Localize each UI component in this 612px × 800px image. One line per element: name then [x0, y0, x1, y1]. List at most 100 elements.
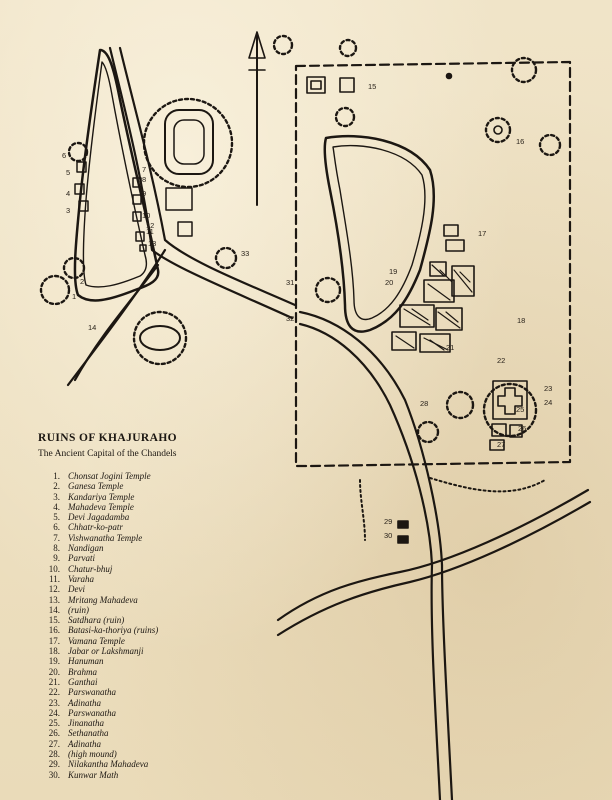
legend-item-number: 6.	[53, 522, 60, 533]
map-label-21: 21	[446, 343, 454, 352]
legend-item-number: 25.	[48, 718, 60, 729]
legend-item: 9.Parvati	[38, 553, 298, 563]
legend-item-name: Adinatha	[68, 738, 101, 749]
legend-item: 13.Mritang Mahadeva	[38, 595, 298, 605]
map-label-32: 32	[286, 314, 294, 323]
map-label-27: 27	[497, 440, 505, 449]
map-label-24: 24	[544, 398, 552, 407]
map-label-5: 5	[66, 168, 70, 177]
legend-item: 10.Chatur-bhuj	[38, 564, 298, 574]
legend-item: 2.Ganesa Temple	[38, 481, 298, 491]
satdhara-structures	[306, 72, 503, 135]
map-label-26: 26	[518, 424, 526, 433]
legend-item: 3. Kandariya Temple	[38, 492, 298, 502]
legend-item: 21. Ganthai	[38, 677, 298, 687]
map-label-7: 7	[142, 165, 146, 174]
legend-item: 22.Parswanatha	[38, 687, 298, 697]
legend-item-name: Vishwanatha Temple	[68, 532, 143, 543]
map-title: RUINS OF KHAJURAHO	[38, 432, 178, 444]
legend: RUINS OF KHAJURAHO The Ancient Capital o…	[38, 432, 298, 780]
map-label-33: 33	[241, 249, 249, 258]
map-label-25: 25	[516, 405, 524, 414]
legend-item: 15. Satdhara (ruin)	[38, 615, 298, 625]
legend-item: 16. Batasi-ka-thoriya (ruins)	[38, 625, 298, 635]
map-label-22: 22	[497, 356, 505, 365]
legend-item-number: 21.	[48, 676, 60, 687]
map-label-8: 8	[142, 175, 146, 184]
legend-item-number: 27.	[48, 738, 60, 749]
mounds	[39, 34, 562, 444]
map-label-4: 4	[66, 189, 70, 198]
legend-item-name: Kunwar Math	[68, 769, 119, 780]
central-temple-cluster	[391, 224, 475, 353]
legend-item-name: Batasi-ka-thoriya (ruins)	[68, 625, 159, 636]
enclosure-boundary	[294, 60, 572, 468]
legend-item: 1.Chonsat Jogini Temple	[38, 471, 298, 481]
jain-temple-group	[489, 380, 528, 451]
legend-item: 4.Mahadeva Temple	[38, 502, 298, 512]
legend-item-name: (high mound)	[68, 749, 117, 760]
map-label-30: 30	[384, 531, 392, 540]
map-label-9: 9	[142, 189, 146, 198]
legend-item: 8. Nandigan	[38, 543, 298, 553]
legend-item-name: Vamana Temple	[68, 635, 125, 646]
legend-item-name: Sethanatha	[68, 728, 109, 739]
legend-item-number: 12.	[48, 584, 60, 595]
legend-item-number: 3.	[53, 491, 60, 502]
map-label-11: 11	[146, 227, 154, 236]
map-label-12: 12	[146, 221, 154, 230]
map-label-16: 16	[516, 137, 524, 146]
legend-item-number: 15.	[48, 615, 60, 626]
legend-item: 6.Chhatr-ko-patr	[38, 522, 298, 532]
legend-item-number: 2.	[53, 481, 60, 492]
legend-item-number: 29.	[48, 759, 60, 770]
legend-item-name: Devi	[68, 584, 85, 595]
legend-item: 26.Sethanatha	[38, 728, 298, 738]
legend-item-name: Jabar or Lakshmanji	[68, 646, 144, 657]
legend-item: 29. Nilakantha Mahadeva	[38, 759, 298, 769]
legend-item-name: Chatur-bhuj	[68, 563, 113, 574]
legend-item: 5.Devi Jagadamba	[38, 512, 298, 522]
legend-item-number: 8.	[53, 543, 60, 554]
river	[276, 488, 590, 622]
legend-item-name: Ganthai	[68, 676, 98, 687]
legend-item-name: Kandariya Temple	[68, 491, 135, 502]
legend-item: 14.(ruin)	[38, 605, 298, 615]
legend-item: 25. Jinanatha	[38, 718, 298, 728]
map-label-20: 20	[385, 278, 393, 287]
map-label-17: 17	[478, 229, 486, 238]
map-label-29: 29	[384, 517, 392, 526]
legend-item-name: Nandigan	[68, 543, 104, 554]
legend-item-name: Mritang Mahadeva	[68, 594, 138, 605]
legend-item: 23.Adinatha	[38, 698, 298, 708]
legend-item-name: Satdhara (ruin)	[68, 615, 125, 626]
legend-item: 17.Vamana Temple	[38, 636, 298, 646]
legend-item-name: Brahma	[68, 666, 97, 677]
legend-item-name: Jinanatha	[68, 718, 104, 729]
map-label-23: 23	[544, 384, 552, 393]
map-subtitle: The Ancient Capital of the Chandels	[38, 449, 177, 459]
legend-item-number: 28.	[48, 749, 60, 760]
legend-item-name: Nilakantha Mahadeva	[68, 759, 149, 770]
map-label-28: 28	[420, 399, 428, 408]
legend-item: 20. Brahma	[38, 667, 298, 677]
legend-item-number: 23.	[48, 697, 60, 708]
legend-item: 19. Hanuman	[38, 656, 298, 666]
legend-item: 12. Devi	[38, 584, 298, 594]
legend-item-number: 11.	[49, 573, 60, 584]
legend-item-number: 20.	[48, 666, 60, 677]
map-label-19: 19	[389, 267, 397, 276]
legend-item: 7.Vishwanatha Temple	[38, 533, 298, 543]
legend-item-name: Parvati	[68, 553, 95, 564]
legend-item-number: 18.	[48, 646, 60, 657]
legend-item-name: Hanuman	[68, 656, 104, 667]
map-label-2: 2	[80, 277, 84, 286]
legend-item: 27. Adinatha	[38, 739, 298, 749]
map-label-31: 31	[286, 278, 294, 287]
lake-central	[323, 134, 436, 333]
lake-west	[73, 48, 160, 302]
legend-item-number: 19.	[48, 656, 60, 667]
legend-item-number: 16.	[48, 625, 60, 636]
